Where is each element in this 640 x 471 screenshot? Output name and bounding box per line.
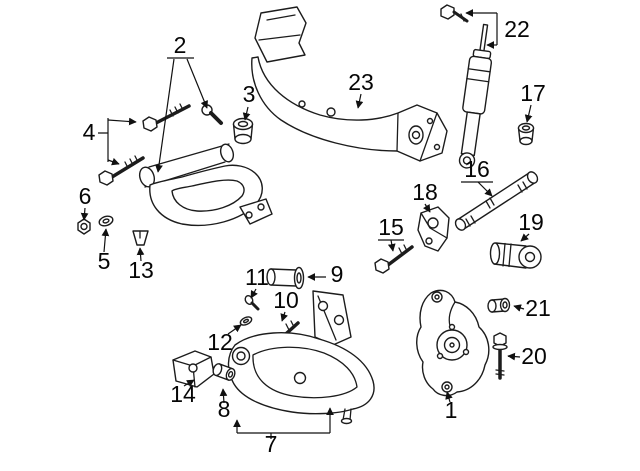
callout-12: 12: [207, 329, 233, 355]
torsion-rod-16-drawing: [454, 171, 539, 231]
callout-20: 20: [521, 343, 547, 369]
callout-1: 1: [445, 397, 458, 423]
callout-17: 17: [520, 80, 546, 106]
bolt-4b-drawing: [98, 155, 145, 186]
callout-14: 14: [170, 381, 196, 407]
bolt-15-drawing: [374, 244, 414, 274]
shock-absorber-drawing: [458, 23, 493, 169]
callout-13: 13: [128, 257, 154, 283]
pin-11-drawing: [244, 295, 260, 311]
bracket-18-drawing: [417, 206, 450, 252]
bolt-20-drawing: [492, 332, 508, 380]
callout-5: 5: [98, 248, 111, 274]
callout-3: 3: [243, 81, 256, 107]
callout-10: 10: [273, 287, 299, 313]
callout-9: 9: [331, 261, 344, 287]
knuckle-1-drawing: [416, 289, 490, 397]
upper-control-arm-drawing: [138, 143, 273, 227]
callout-19: 19: [518, 209, 544, 235]
bushing-8-drawing: [212, 363, 236, 381]
lower-control-arm-drawing: [227, 290, 375, 425]
crossmember-drawing: [251, 6, 448, 162]
bracket-14-drawing: [172, 350, 215, 388]
callout-18: 18: [412, 179, 438, 205]
callout-11: 11: [245, 264, 269, 290]
bushing-19-drawing: [489, 242, 542, 269]
bushing-21-drawing: [487, 297, 511, 313]
bushing-3-drawing: [232, 117, 254, 145]
bushing-17-drawing: [517, 122, 535, 146]
callout-16: 16: [464, 156, 490, 182]
leader-lines: [80, 9, 533, 439]
shock-bolt-drawing: [440, 4, 469, 23]
callout-7: 7: [265, 431, 278, 457]
callout-15: 15: [378, 214, 404, 240]
nut-6-drawing: [77, 218, 91, 235]
clip-13-drawing: [132, 230, 149, 246]
callout-4: 4: [83, 119, 96, 145]
callout-23: 23: [348, 69, 374, 95]
callout-22: 22: [504, 16, 530, 42]
bushing-9-drawing: [266, 266, 305, 290]
pivot-stud-drawing: [201, 104, 223, 125]
callout-8: 8: [218, 396, 231, 422]
callout-6: 6: [79, 183, 92, 209]
washer-5-drawing: [98, 215, 114, 227]
washer-12-drawing: [239, 316, 253, 326]
callout-2: 2: [174, 32, 187, 58]
bolt-4a-drawing: [142, 103, 191, 132]
callout-21: 21: [525, 295, 551, 321]
